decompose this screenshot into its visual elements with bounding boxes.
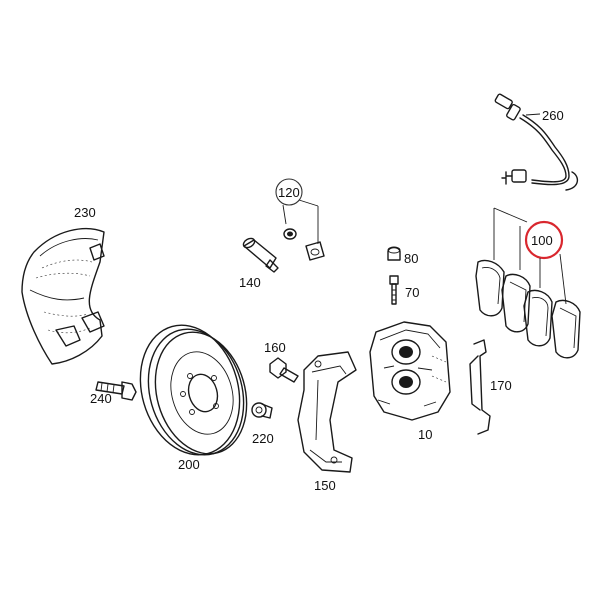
bleeder-cap-icon[interactable]: [387, 246, 401, 261]
guide-pin-icon[interactable]: [242, 237, 279, 273]
part-label-170[interactable]: 170: [490, 378, 512, 393]
part-label-10[interactable]: 10: [418, 427, 432, 442]
part-label-200[interactable]: 200: [178, 457, 200, 472]
brake-wear-sensor-icon[interactable]: [494, 93, 579, 191]
brake-caliper-icon[interactable]: [369, 321, 451, 421]
part-label-80[interactable]: 80: [404, 251, 418, 266]
guide-pin-kit-icon[interactable]: [282, 199, 325, 261]
part-label-150[interactable]: 150: [314, 478, 336, 493]
part-label-220[interactable]: 220: [252, 431, 274, 446]
anti-rattle-spring-icon[interactable]: [469, 339, 491, 435]
brake-disc-icon[interactable]: [126, 313, 261, 466]
part-label-260[interactable]: 260: [542, 108, 564, 123]
brake-pad-set-icon[interactable]: [475, 207, 581, 359]
splash-shield-icon[interactable]: [21, 227, 105, 365]
part-label-140[interactable]: 140: [239, 275, 261, 290]
bolt-icon[interactable]: [95, 381, 137, 401]
part-label-70[interactable]: 70: [405, 285, 419, 300]
part-label-240[interactable]: 240: [90, 391, 112, 406]
bolt-icon[interactable]: [269, 357, 299, 383]
retaining-screw-icon[interactable]: [251, 402, 273, 419]
bleeder-screw-icon[interactable]: [389, 275, 399, 305]
part-label-160[interactable]: 160: [264, 340, 286, 355]
part-label-100[interactable]: 100: [531, 233, 553, 248]
caliper-bracket-icon[interactable]: [297, 351, 357, 473]
highlight-ring: [524, 220, 564, 260]
part-label-120[interactable]: 120: [278, 185, 300, 200]
part-label-230[interactable]: 230: [74, 205, 96, 220]
